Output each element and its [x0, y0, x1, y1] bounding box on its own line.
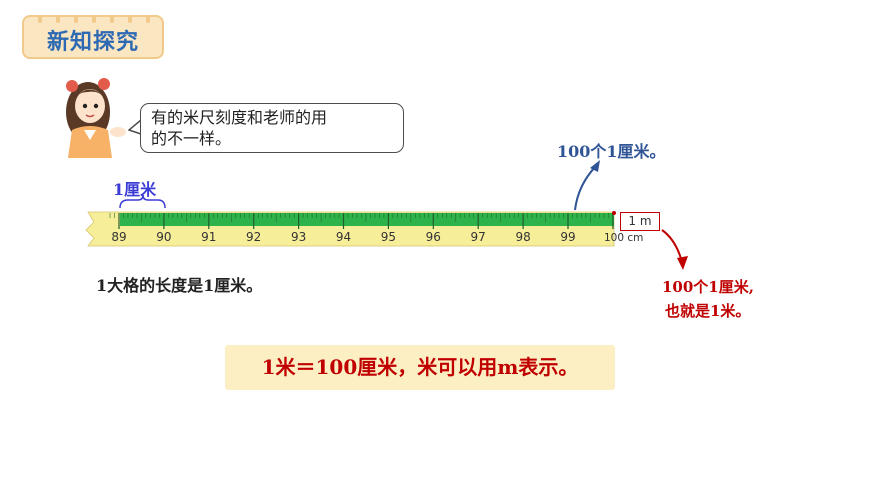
red-note-line-2: 也就是1米。 — [665, 302, 751, 320]
tick-label: 97 — [470, 230, 486, 244]
tick-label: 91 — [201, 230, 217, 244]
curved-arrow-up-icon — [574, 165, 597, 211]
bubble-line-1: 有的米尺刻度和老师的用 — [151, 108, 328, 127]
curved-arrow-down-icon — [661, 229, 683, 263]
conclusion-box: 1米＝100厘米，米可以用m表示。 — [225, 345, 615, 390]
centimeter-ticks — [118, 213, 614, 229]
tick-label: 95 — [380, 230, 397, 244]
ruler-end-label: 100 cm — [604, 232, 644, 244]
tick-label: 93 — [290, 230, 307, 244]
tick-label: 92 — [246, 230, 262, 244]
bubble-tail — [128, 119, 142, 135]
blue-note: 100个1厘米。 — [557, 142, 666, 161]
tick-label: 98 — [515, 230, 531, 244]
tick-label: 89 — [111, 230, 127, 244]
bubble-line-2: 的不一样。 — [151, 129, 232, 148]
tick-label: 96 — [425, 230, 441, 244]
big-unit-note: 1大格的长度是1厘米。 — [96, 276, 263, 295]
tick-label: 90 — [156, 230, 172, 244]
tick-label: 94 — [335, 230, 352, 244]
section-title: 新知探究 — [46, 30, 139, 55]
speech-bubble: 有的米尺刻度和老师的用 的不一样。 — [140, 103, 404, 153]
one-meter-box: 1 m — [620, 212, 660, 231]
badge-binding-dots — [38, 15, 150, 23]
millimeter-ticks — [109, 213, 609, 222]
girl-avatar-icon — [66, 78, 126, 158]
red-note-line-1: 100个1厘米, — [662, 278, 754, 296]
brace-label: 1厘米 — [113, 180, 157, 199]
section-badge: 新知探究 — [22, 15, 164, 59]
tick-label: 99 — [560, 230, 576, 244]
